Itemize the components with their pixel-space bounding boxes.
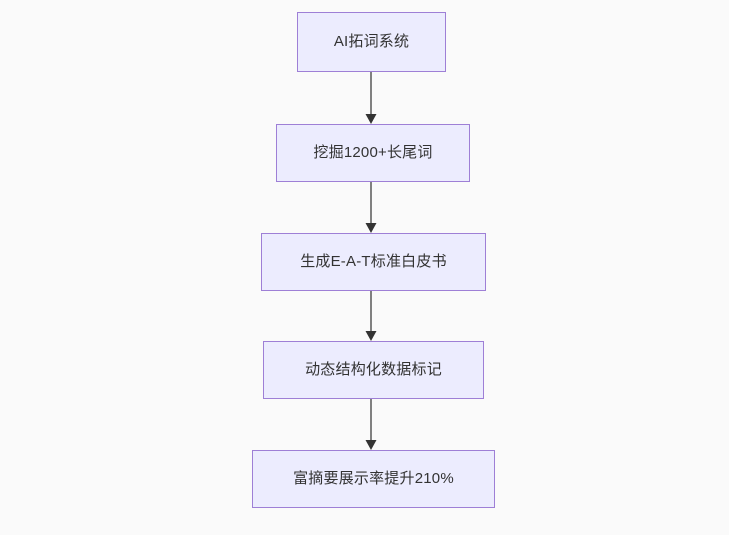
arrow-icon	[365, 399, 377, 450]
flow-edge-1-to-2	[363, 72, 379, 124]
flow-node-ai-keyword-system[interactable]: AI拓词系统	[297, 12, 446, 72]
flow-node-label: AI拓词系统	[333, 33, 410, 50]
flow-node-label: 动态结构化数据标记	[305, 361, 442, 378]
flow-node-dynamic-structured-data-markup[interactable]: 动态结构化数据标记	[263, 341, 484, 399]
flow-node-label: 生成E-A-T标准白皮书	[300, 253, 447, 270]
flow-edge-2-to-3	[363, 182, 379, 233]
flow-node-label: 挖掘1200+长尾词	[313, 144, 433, 161]
flow-node-mine-longtail-keywords[interactable]: 挖掘1200+长尾词	[276, 124, 470, 182]
arrow-icon	[365, 291, 377, 341]
flow-edge-4-to-5	[363, 399, 379, 450]
flow-node-rich-snippet-impression-uplift[interactable]: 富摘要展示率提升210%	[252, 450, 495, 508]
flow-node-generate-eat-whitepaper[interactable]: 生成E-A-T标准白皮书	[261, 233, 486, 291]
arrow-icon	[365, 182, 377, 233]
arrow-icon	[365, 72, 377, 124]
flow-edge-3-to-4	[363, 291, 379, 341]
flow-node-label: 富摘要展示率提升210%	[293, 470, 454, 487]
